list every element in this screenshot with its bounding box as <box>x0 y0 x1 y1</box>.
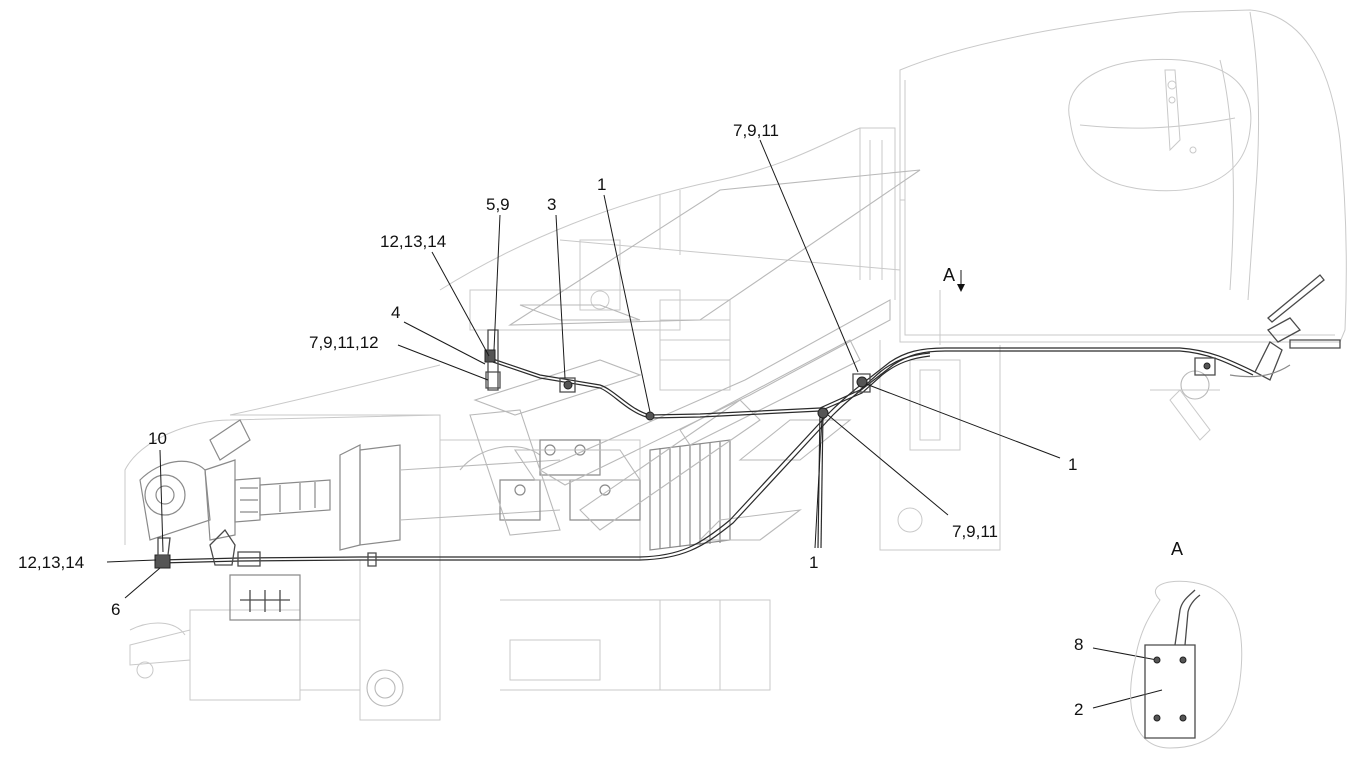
callout-1-bottom: 1 <box>809 553 818 572</box>
callout-3: 3 <box>547 195 556 214</box>
callout-7-9-11-right: 7,9,11 <box>952 522 998 541</box>
callout-6: 6 <box>111 600 120 619</box>
leader-lines <box>106 139 1163 709</box>
cable-routing <box>154 274 1341 569</box>
callout-labels: 7,9,11 5,9 3 1 12,13,14 4 7,9,11,12 10 1… <box>18 121 1183 719</box>
callout-4: 4 <box>391 303 400 322</box>
callout-2: 2 <box>1074 700 1083 719</box>
callout-8: 8 <box>1074 635 1083 654</box>
callout-10: 10 <box>148 429 167 448</box>
callout-12-13-14-left: 12,13,14 <box>18 553 84 572</box>
callout-5-9: 5,9 <box>486 195 510 214</box>
view-marker-a: A <box>943 265 955 285</box>
view-a-inset <box>1130 580 1243 749</box>
shield-panels <box>469 169 921 541</box>
callout-12-13-14-top: 12,13,14 <box>380 232 446 251</box>
callout-1-right: 1 <box>1068 455 1077 474</box>
bellows <box>649 439 731 551</box>
view-a-title: A <box>1171 539 1183 559</box>
tractor-outline <box>124 9 1347 721</box>
callout-7-9-11-12: 7,9,11,12 <box>309 333 379 352</box>
callout-1-top: 1 <box>597 175 606 194</box>
callout-7-9-11-top: 7,9,11 <box>733 121 779 140</box>
